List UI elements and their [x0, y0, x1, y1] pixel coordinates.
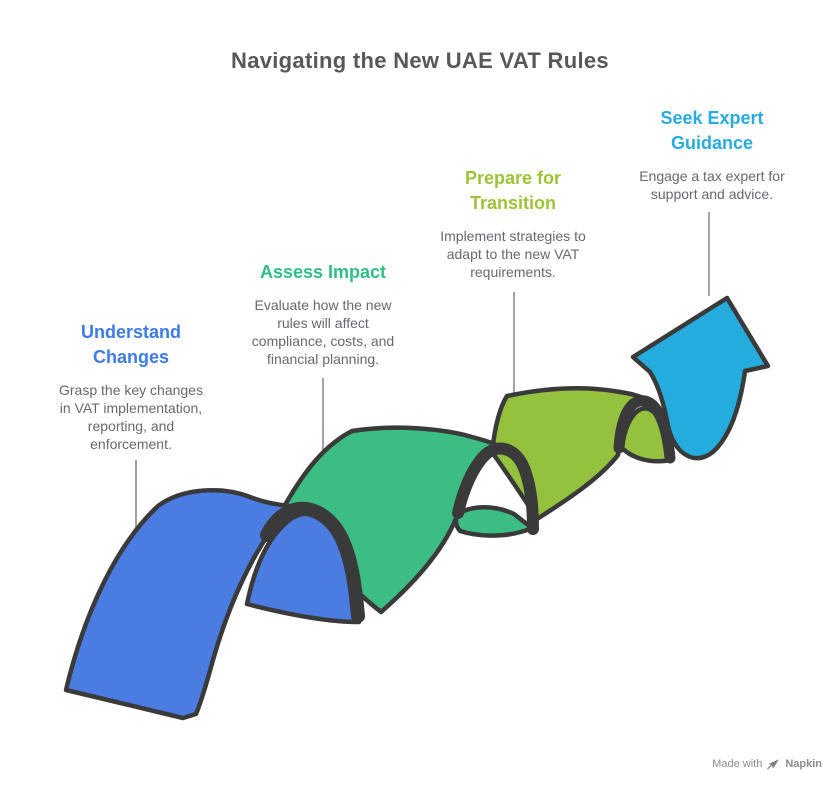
connector-line-1 [135, 460, 137, 533]
stage-heading: Seek Expert Guidance [660, 108, 764, 153]
stage-block-prepare-for-transition: Prepare for Transition Implement strateg… [393, 166, 633, 281]
connector-line-4 [708, 212, 710, 296]
page-title: Navigating the New UAE VAT Rules [231, 48, 609, 73]
stage-block-seek-expert-guidance: Seek Expert Guidance Engage a tax expert… [592, 106, 832, 203]
connector-line-3 [513, 292, 515, 402]
stage-block-understand-changes: Understand Changes Grasp the key changes… [11, 320, 251, 453]
stage-heading: Prepare for Transition [464, 168, 562, 213]
ribbon-segment-3-inner-shadow [613, 395, 676, 464]
stage-description: Implement strategies to adapt to the new… [440, 228, 586, 280]
stage-heading: Understand Changes [80, 322, 181, 367]
ribbon-segment-2-inner-shadow [452, 442, 539, 535]
stage-block-assess-impact: Assess Impact Evaluate how the new rules… [203, 260, 443, 368]
watermark-brand: Napkin [785, 758, 822, 770]
ribbon-segment-2-fold [453, 505, 535, 538]
stage-description: Engage a tax expert for support and advi… [639, 168, 785, 202]
connector-line-2 [322, 378, 324, 489]
stage-heading: Assess Impact [259, 262, 387, 282]
napkin-pen-icon [767, 758, 780, 770]
watermark-prefix: Made with [712, 758, 763, 770]
stage-description: Grasp the key changes in VAT implementat… [59, 382, 203, 452]
ribbon-segment-1-inner-shadow [260, 501, 365, 623]
watermark[interactable]: Made with Napkin [712, 758, 822, 770]
stage-description: Evaluate how the new rules will affect c… [251, 297, 395, 367]
